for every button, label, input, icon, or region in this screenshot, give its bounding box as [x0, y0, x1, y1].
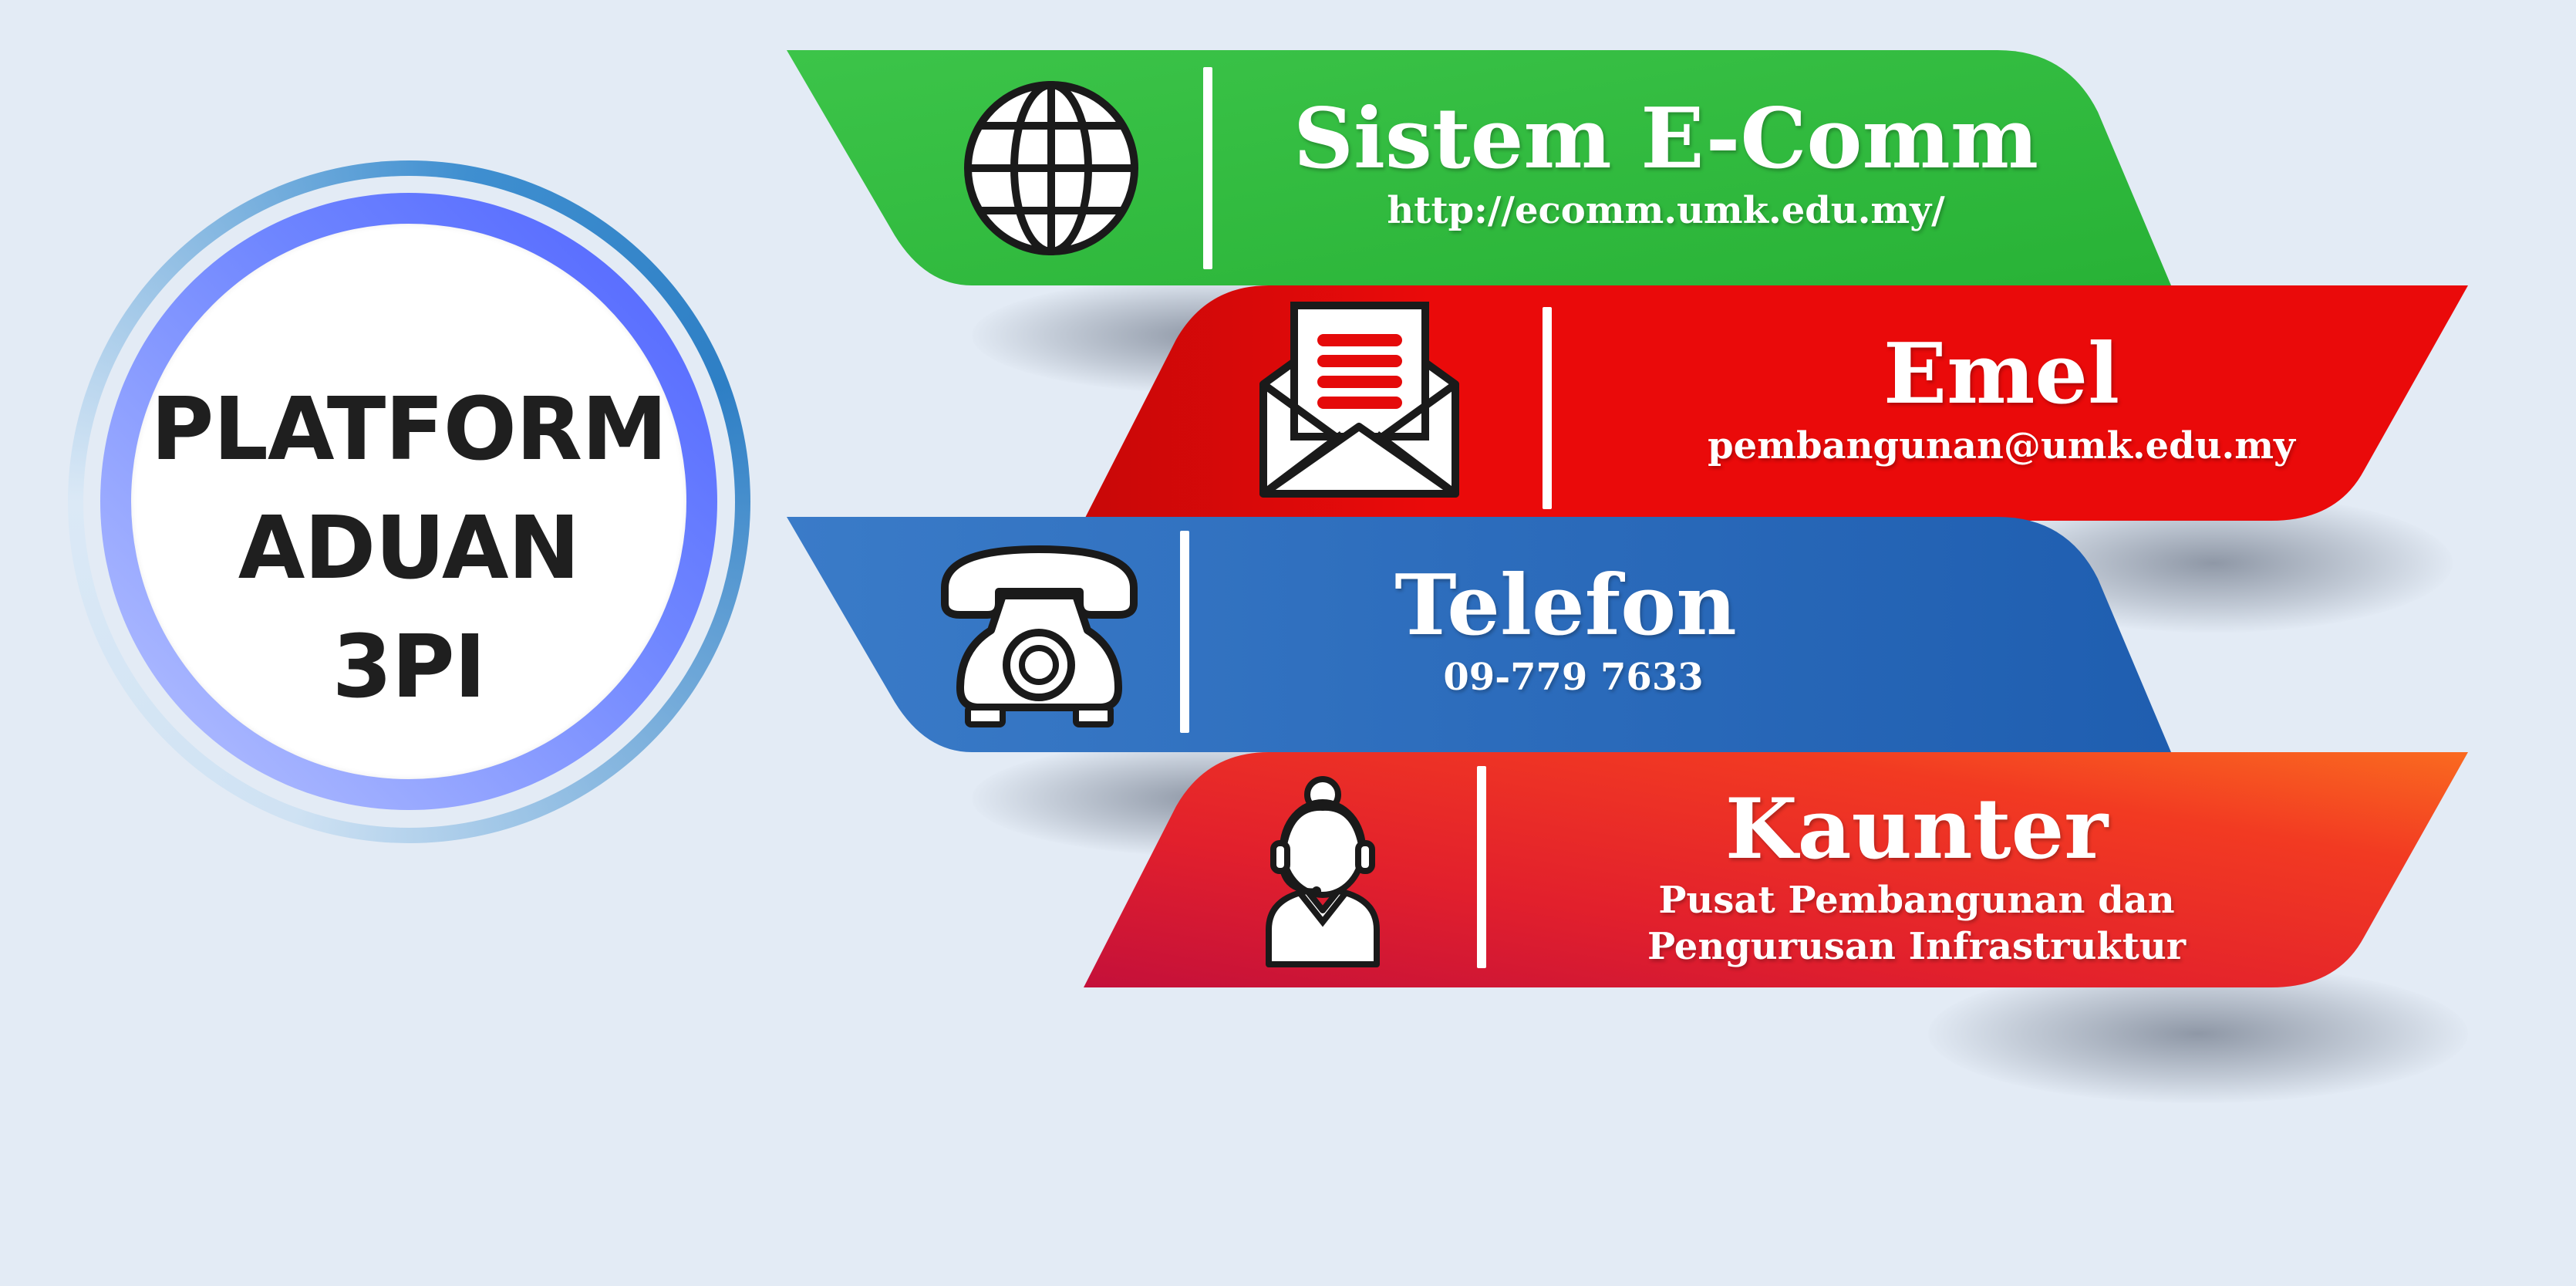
banner-ecomm: Sistem E-Comm http://ecomm.umk.edu.my/ [787, 50, 2171, 285]
banner-ecomm-shape [787, 50, 2171, 285]
banner-emel-address[interactable]: pembangunan@umk.edu.my [1708, 424, 2295, 467]
badge-face [131, 224, 686, 779]
banner-divider [1180, 531, 1189, 733]
banner-ecomm-title: Sistem E-Comm [1293, 90, 2038, 187]
banner-divider [1203, 67, 1212, 269]
banner-telefon-title: Telefon [1394, 557, 1737, 654]
banner-telefon: Telefon 09-779 7633 [787, 517, 2171, 752]
platform-title: PLATFORM ADUAN 3PI [131, 370, 686, 727]
support-agent-icon [1253, 775, 1392, 968]
banner-divider [1543, 307, 1552, 509]
banner-emel: Emel pembangunan@umk.edu.my [1084, 285, 2468, 521]
banner-kaunter-title: Kaunter [1725, 781, 2109, 878]
banner-kaunter-location-line2: Pengurusan Infrastruktur [1647, 925, 2186, 968]
banner-kaunter-shape [1084, 752, 2468, 987]
platform-title-line3: 3PI [332, 617, 487, 717]
platform-title-line2: ADUAN [238, 498, 581, 599]
globe-icon [963, 79, 1140, 257]
banner-kaunter: Kaunter Pusat Pembangunan dan Pengurusan… [1084, 752, 2468, 987]
platform-title-line1: PLATFORM [150, 380, 667, 480]
envelope-icon [1257, 299, 1462, 501]
banner-divider [1477, 766, 1486, 968]
banner-telefon-number[interactable]: 09-779 7633 [1443, 656, 1704, 699]
banner-emel-title: Emel [1883, 326, 2120, 423]
telephone-icon [937, 542, 1141, 731]
banner-kaunter-location-line1: Pusat Pembangunan dan [1658, 879, 2175, 922]
banner-shadow [1928, 964, 2468, 1103]
banner-kaunter-location: Pusat Pembangunan dan Pengurusan Infrast… [1531, 877, 2302, 970]
banner-ecomm-url[interactable]: http://ecomm.umk.edu.my/ [1387, 189, 1945, 232]
